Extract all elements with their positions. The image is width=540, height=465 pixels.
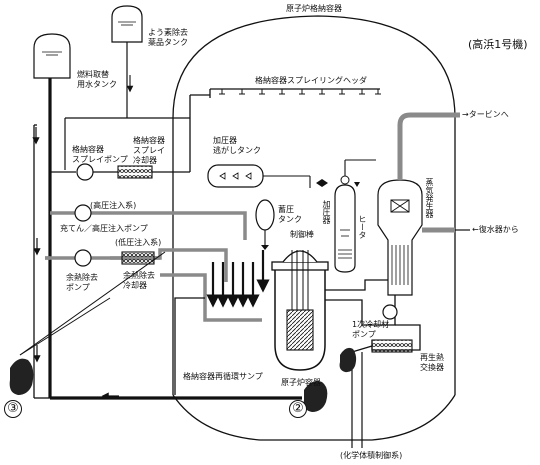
spray-cooler [117,165,153,179]
fuel-water-tank-label: 燃料取替用水タンク [77,70,117,89]
pressurizer-relief-tank [207,164,264,188]
rhr-pump-label: 余熱除去ポンプ [66,273,98,292]
control-rod-label: 制御棒 [290,230,314,239]
reactor-vessel-label: 原子炉容器 [281,378,321,387]
rhr-pump [74,249,92,267]
rhr-cooler [121,251,155,265]
injection-arrows [206,250,270,308]
main-suction-pipe [33,78,302,400]
regenerative-hx-label: 再生熱交換器 [420,353,444,372]
relief-tank-label: 加圧器逃がしタンク [213,136,261,155]
marker-3: ③ [4,400,22,418]
spray-pump-label: 格納容器スプレイポンプ [72,145,128,164]
to-turbine-label: →タービンへ [462,110,509,119]
marker-3-pointer [19,297,111,356]
pressurizer-label: 加圧器 [322,200,331,224]
rhr-cooler-label: 余熱除去冷却器 [123,271,155,290]
regenerative-heat-exchanger [371,339,413,353]
reactor-vessel [271,250,329,371]
from-condenser-label: ←復水器から [472,225,519,234]
hpi-label: (高圧注入系) [90,201,137,210]
lpi-label: (低圧注入系) [115,238,162,247]
sump-label: 格納容器再循環サンプ [183,372,263,381]
hand-icon [303,381,328,412]
marker-2: ② [289,400,307,418]
iodine-tank-label: よう素除去薬品タンク [148,28,188,47]
steam-generator-label: 蒸気発生器 [425,178,434,218]
spray-header-label: 格納容器スプレイリングヘッダ [255,76,367,85]
charging-pump-label: 充てん／高圧注入ポンプ [60,224,148,233]
cvcs-label: (化学体積制御系) [340,451,403,460]
iodine-removal-tank [111,5,143,43]
sump-recirculation-line [174,297,205,395]
heater-label: ヒータ [358,215,367,239]
iodine-pipe [64,42,190,170]
spray-cooler-label: 格納容器スプレイ冷却器 [133,136,165,165]
spray-line [50,94,210,173]
spray-ring-header [209,88,380,98]
containment-vessel-outline [172,15,456,395]
hand-icon [339,347,357,373]
containment-vessel-label: 原子炉格納容器 [286,4,342,13]
hand-icon [9,358,34,395]
plant-title: (高浜1号機) [468,38,528,51]
main-steam-line [397,112,440,180]
primary-coolant-pump [382,304,398,320]
spray-nozzles [219,89,381,95]
steam-generator [377,179,423,296]
primary-pump-label: 1次冷却材ポンプ [352,320,390,339]
fuel-water-tank [33,33,71,79]
containment-floor [172,394,456,441]
accumulator-label: 蓄圧タンク [278,205,302,224]
spray-pump [76,163,94,181]
marker-3-pointer [19,251,166,356]
pressurizer-valve [354,182,360,187]
relief-valve [316,179,328,187]
charging-pump [74,204,92,222]
accumulator-tank [255,199,275,250]
pressurizer [334,175,356,273]
